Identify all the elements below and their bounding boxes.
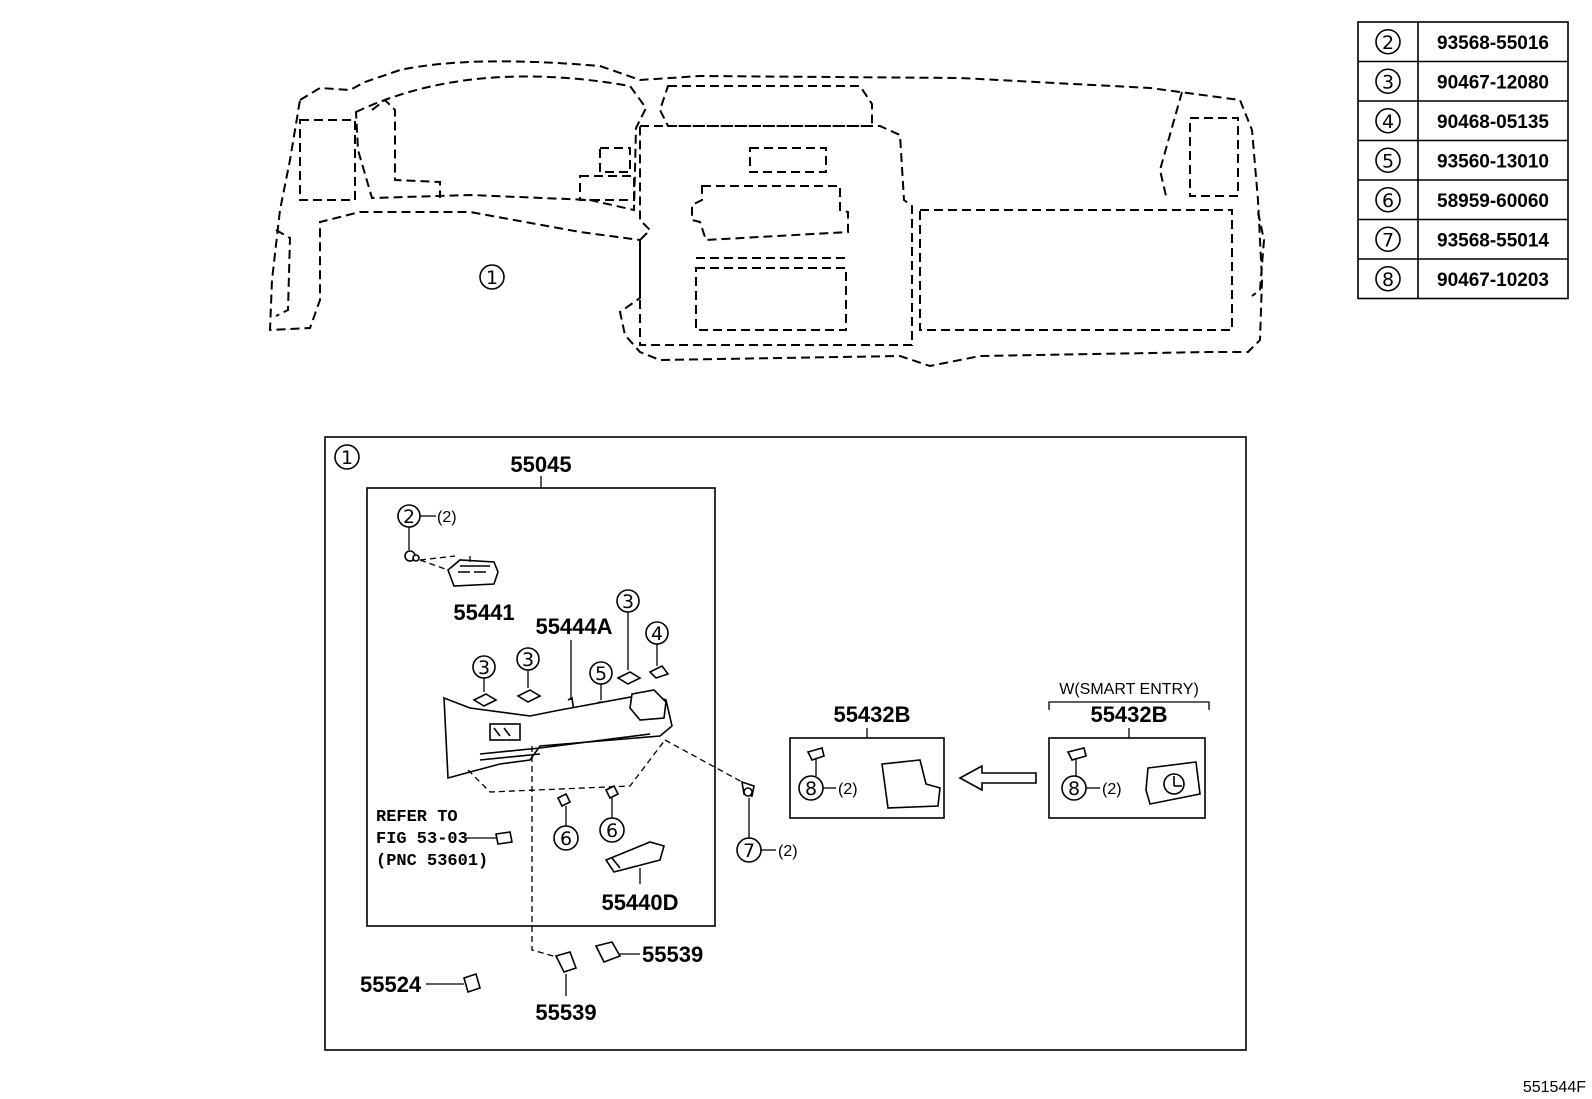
svg-text:3: 3 — [622, 591, 634, 613]
box-55432B-b — [1048, 737, 1206, 819]
screw-2-icon — [404, 550, 420, 562]
part-number: 90467-12080 — [1437, 72, 1549, 93]
svg-text:2: 2 — [403, 506, 415, 528]
qty-8b: (2) — [1102, 781, 1122, 798]
label-55432B-a: 55432B — [833, 702, 910, 727]
ref-circle — [1375, 226, 1401, 253]
table-row: 2 93568-55016 — [1375, 28, 1549, 55]
ref-circle — [1375, 28, 1401, 55]
overview-callout-label: 1 — [486, 267, 498, 289]
refer-line-3: (PNC 53601) — [376, 852, 488, 871]
table-row: 6 58959-60060 — [1375, 186, 1549, 213]
assembly-label-55045: 55045 — [510, 452, 571, 477]
label-55432B-b: 55432B — [1090, 702, 1167, 727]
table-row: 8 90467-10203 — [1375, 265, 1549, 292]
detail-callout-1: 1 — [334, 444, 360, 470]
callout-4: 4 — [645, 621, 670, 679]
part-number: 90468-05135 — [1437, 112, 1549, 133]
callout-3c: 3 — [616, 589, 642, 685]
refer-line-1: REFER TO — [376, 808, 458, 827]
ref-circle — [1375, 147, 1401, 174]
label-55539-a: 55539 — [535, 1000, 596, 1025]
callout-6a: 6 — [553, 792, 579, 851]
table-row: 5 93560-13010 — [1375, 147, 1549, 174]
dashboard-overview — [268, 60, 1266, 368]
part-number: 93568-55016 — [1437, 33, 1549, 54]
ref-number: 7 — [1382, 229, 1394, 251]
callout-8a: 8 (2) — [798, 775, 858, 801]
cover-smart-entry-icon — [1145, 761, 1201, 805]
svg-text:6: 6 — [560, 828, 572, 850]
detail-frame — [324, 436, 1247, 1051]
table-row: 4 90468-05135 — [1375, 107, 1549, 134]
ref-number: 2 — [1382, 32, 1394, 54]
detail-callout-label: 1 — [341, 447, 353, 469]
table-row: 3 90467-12080 — [1375, 68, 1549, 95]
svg-text:8: 8 — [1068, 778, 1080, 800]
part-55539-b-icon — [594, 941, 622, 964]
ref-number: 5 — [1382, 150, 1394, 172]
qty-2: (2) — [437, 509, 457, 526]
ref-circle — [1375, 186, 1401, 213]
qty-7: (2) — [778, 843, 798, 860]
label-55441: 55441 — [453, 600, 514, 625]
part-55539-a-icon — [554, 951, 578, 973]
parts-table-frame — [1357, 21, 1569, 300]
ref-number: 3 — [1382, 71, 1394, 93]
label-smart-entry: W(SMART ENTRY) — [1059, 681, 1199, 698]
callout-7: 7 (2) — [736, 780, 798, 863]
ref-number: 8 — [1382, 269, 1394, 291]
label-55524: 55524 — [360, 972, 422, 997]
qty-8a: (2) — [838, 781, 858, 798]
ref-number: 6 — [1382, 190, 1394, 212]
callout-3b: 3 — [516, 647, 542, 703]
callout-8b: 8 (2) — [1061, 775, 1122, 801]
diagram-id: 551544F — [1523, 1079, 1586, 1096]
svg-text:7: 7 — [743, 840, 755, 862]
part-number: 93568-55014 — [1437, 230, 1549, 251]
part-55441-icon — [447, 556, 499, 587]
table-row: 7 93568-55014 — [1375, 226, 1549, 253]
part-55440D-icon — [604, 841, 665, 873]
overview-callout-1: 1 — [479, 264, 505, 290]
svg-text:8: 8 — [805, 778, 817, 800]
clip-8b-icon — [1066, 747, 1087, 776]
part-55524-icon — [463, 972, 481, 994]
ref-circle — [1375, 265, 1401, 292]
callout-6b: 6 — [599, 784, 625, 843]
svg-text:5: 5 — [595, 663, 607, 685]
refer-part-icon — [495, 831, 513, 845]
part-number: 90467-10203 — [1437, 270, 1549, 291]
ref-circle — [1375, 68, 1401, 95]
box-55432B-a — [789, 737, 945, 819]
svg-text:6: 6 — [606, 820, 618, 842]
clip-8a-icon — [806, 747, 825, 776]
svg-text:3: 3 — [522, 649, 534, 671]
label-55440D: 55440D — [601, 890, 678, 915]
ref-number: 4 — [1382, 111, 1394, 133]
label-55444A: 55444A — [535, 614, 612, 639]
label-55539-b: 55539 — [642, 942, 703, 967]
lower-panel-icon — [443, 689, 673, 780]
refer-line-2: FIG 53-03 — [376, 830, 468, 849]
part-number: 93560-13010 — [1437, 151, 1549, 172]
svg-text:3: 3 — [478, 657, 490, 679]
part-number: 58959-60060 — [1437, 191, 1549, 212]
parts-table: 2 93568-55016 3 90467-12080 4 90468-05135 5 935… — [1357, 21, 1569, 300]
cover-plain-icon — [881, 759, 941, 809]
arrow-left-icon — [958, 764, 1037, 792]
ref-circle — [1375, 107, 1401, 134]
callout-3a: 3 — [472, 655, 498, 707]
svg-text:4: 4 — [651, 623, 663, 645]
callout-2: 2 (2) — [397, 504, 457, 550]
